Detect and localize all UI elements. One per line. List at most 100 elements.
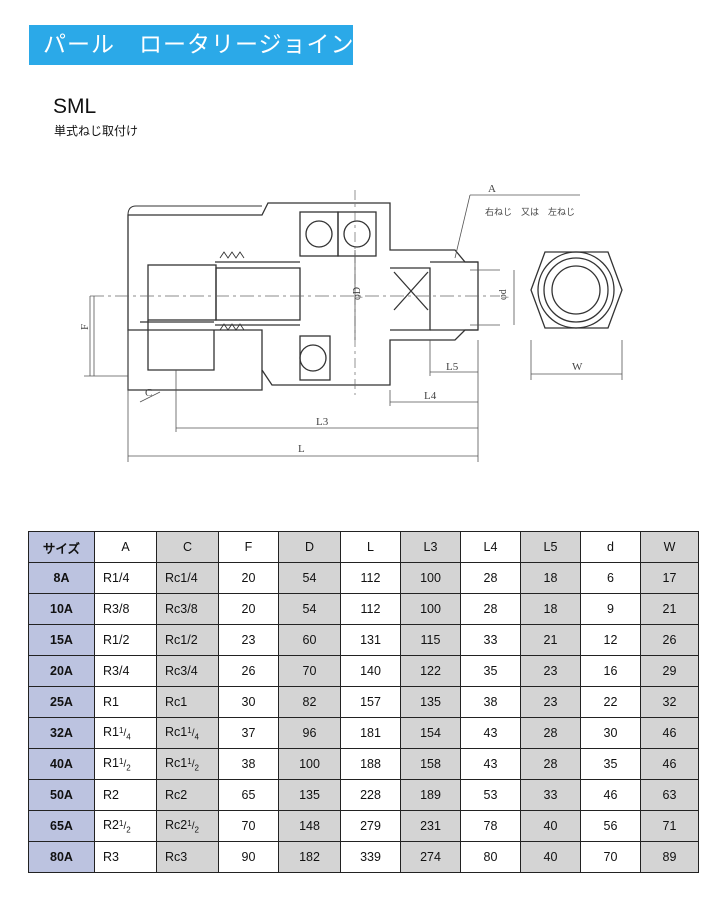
cell-l3: 231 [400,810,461,842]
cell-f-value: 70 [241,819,256,833]
cell-size-value: 80A [50,850,73,864]
cell-f-value: 37 [241,726,256,740]
cell-w: 71 [640,810,699,842]
label-A: A [488,183,496,195]
header-size: サイズ [28,531,95,563]
fraction-denominator: 2 [126,763,131,773]
cell-l3-value: 115 [420,633,441,647]
cell-l-value: 112 [360,602,381,616]
cell-d: 135 [278,779,341,811]
cell-l5-value: 23 [543,695,558,709]
cell-d: 54 [278,593,341,625]
fraction-numerator: 1 [118,756,124,766]
cell-l-value: 279 [360,819,381,833]
cell-d: 100 [278,748,341,780]
label-L: L [298,443,305,455]
cell-size-value: 15A [50,633,73,647]
cell-l5-value: 33 [543,788,558,802]
cell-c-value: Rc3/8 [165,602,198,616]
cell-w: 63 [640,779,699,811]
label-L4: L4 [424,390,437,402]
cell-a: R3 [94,841,157,873]
cell-l4-value: 43 [483,726,498,740]
cell-a: R3/4 [94,655,157,687]
cell-d: 54 [278,562,341,594]
cell-w-value: 46 [662,726,677,740]
cell-l: 188 [340,748,401,780]
cell-l5: 28 [520,717,581,749]
cell-l-value: 339 [360,850,381,864]
label-L3: L3 [316,416,329,428]
cell-size-value: 10A [50,602,73,616]
fraction-denominator: 2 [194,763,199,773]
cell-f: 38 [218,748,279,780]
cell-l3-value: 100 [420,602,441,616]
cell-l5: 40 [520,841,581,873]
fraction-slash: / [123,758,127,770]
cell-c: Rc3/4 [156,655,219,687]
cell-a: R11/21/2 [94,748,157,780]
cell-a-value: R1 [103,695,119,709]
label-F: F [79,324,91,330]
cell-d-value: 54 [302,602,317,616]
cell-d-small: 22 [580,686,641,718]
cell-l: 112 [340,562,401,594]
cell-d-small: 56 [580,810,641,842]
header-a: A [94,531,157,563]
cell-a: R11/41/4 [94,717,157,749]
cell-size: 40A [28,748,95,780]
fraction-denominator: 4 [126,732,131,742]
cell-d-small: 12 [580,624,641,656]
cell-size-value: 20A [50,664,73,678]
cell-c-value: Rc2 [165,817,188,832]
cell-c-value: Rc1/4 [165,571,198,585]
header-d-small: d [580,531,641,563]
cell-size: 65A [28,810,95,842]
cell-l3: 100 [400,593,461,625]
cell-l: 131 [340,624,401,656]
cell-l4: 43 [460,717,521,749]
cell-d: 182 [278,841,341,873]
header-c: C [156,531,219,563]
cell-a: R2 [94,779,157,811]
cell-l3-value: 154 [420,726,441,740]
cell-l3: 189 [400,779,461,811]
cell-l4-value: 33 [483,633,498,647]
cell-l4-value: 28 [483,602,498,616]
cell-size-value: 8A [53,571,70,585]
fraction-slash: / [191,727,195,739]
cell-l5: 33 [520,779,581,811]
cell-a-value: R2 [103,788,119,802]
cell-d-value: 148 [299,819,320,833]
header-f: F [218,531,279,563]
cell-d-small-value: 30 [603,726,618,740]
cell-c: Rc1 [156,686,219,718]
cell-size: 15A [28,624,95,656]
fraction-denominator: 2 [126,825,131,835]
cell-c-value: Rc3 [165,850,188,864]
cell-l5-value: 18 [543,571,558,585]
cell-a-value: R1/2 [103,633,130,647]
cell-d-small: 35 [580,748,641,780]
fraction-numerator: 1 [187,818,192,828]
cell-l5: 18 [520,562,581,594]
cell-c-value: Rc1 [165,724,188,739]
fraction-slash: / [123,727,127,739]
cell-l4-value: 35 [483,664,498,678]
label-phiD: φD [352,287,363,300]
fraction-denominator: 4 [194,732,199,742]
cell-l5-value: 28 [543,757,558,771]
cell-d-small: 30 [580,717,641,749]
cell-f-value: 30 [241,695,256,709]
cell-l-value: 131 [360,633,381,647]
cell-size: 25A [28,686,95,718]
cell-size: 80A [28,841,95,873]
cell-w: 17 [640,562,699,594]
cell-l3-value: 122 [420,664,441,678]
cell-l4: 33 [460,624,521,656]
cell-d: 70 [278,655,341,687]
